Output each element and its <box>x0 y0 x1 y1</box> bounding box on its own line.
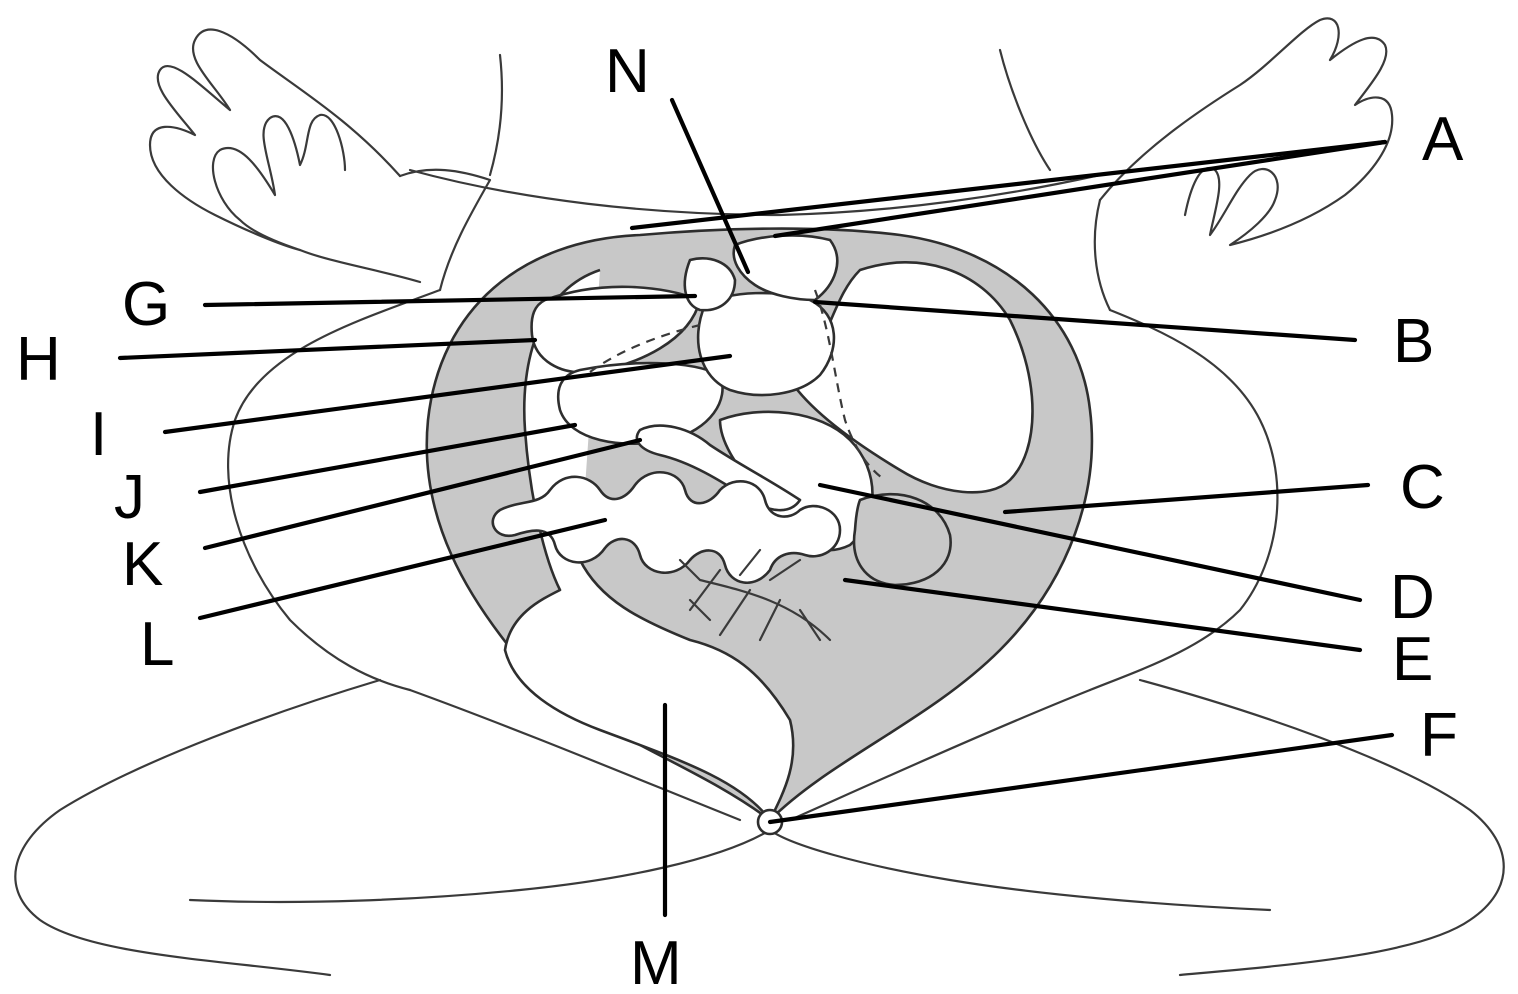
label-H: H <box>16 325 61 394</box>
label-A: A <box>1422 105 1464 174</box>
label-D: D <box>1390 563 1435 632</box>
leader-A1 <box>632 142 1385 228</box>
label-E: E <box>1392 625 1433 694</box>
label-G: G <box>122 270 170 339</box>
label-C: C <box>1400 453 1445 522</box>
label-M: M <box>630 929 682 994</box>
label-F: F <box>1420 701 1458 770</box>
label-I: I <box>90 400 107 469</box>
label-N: N <box>605 37 650 106</box>
label-J: J <box>114 463 145 532</box>
leader-A2 <box>775 142 1385 236</box>
label-B: B <box>1393 307 1434 376</box>
label-L: L <box>140 610 174 679</box>
label-K: K <box>122 530 163 599</box>
